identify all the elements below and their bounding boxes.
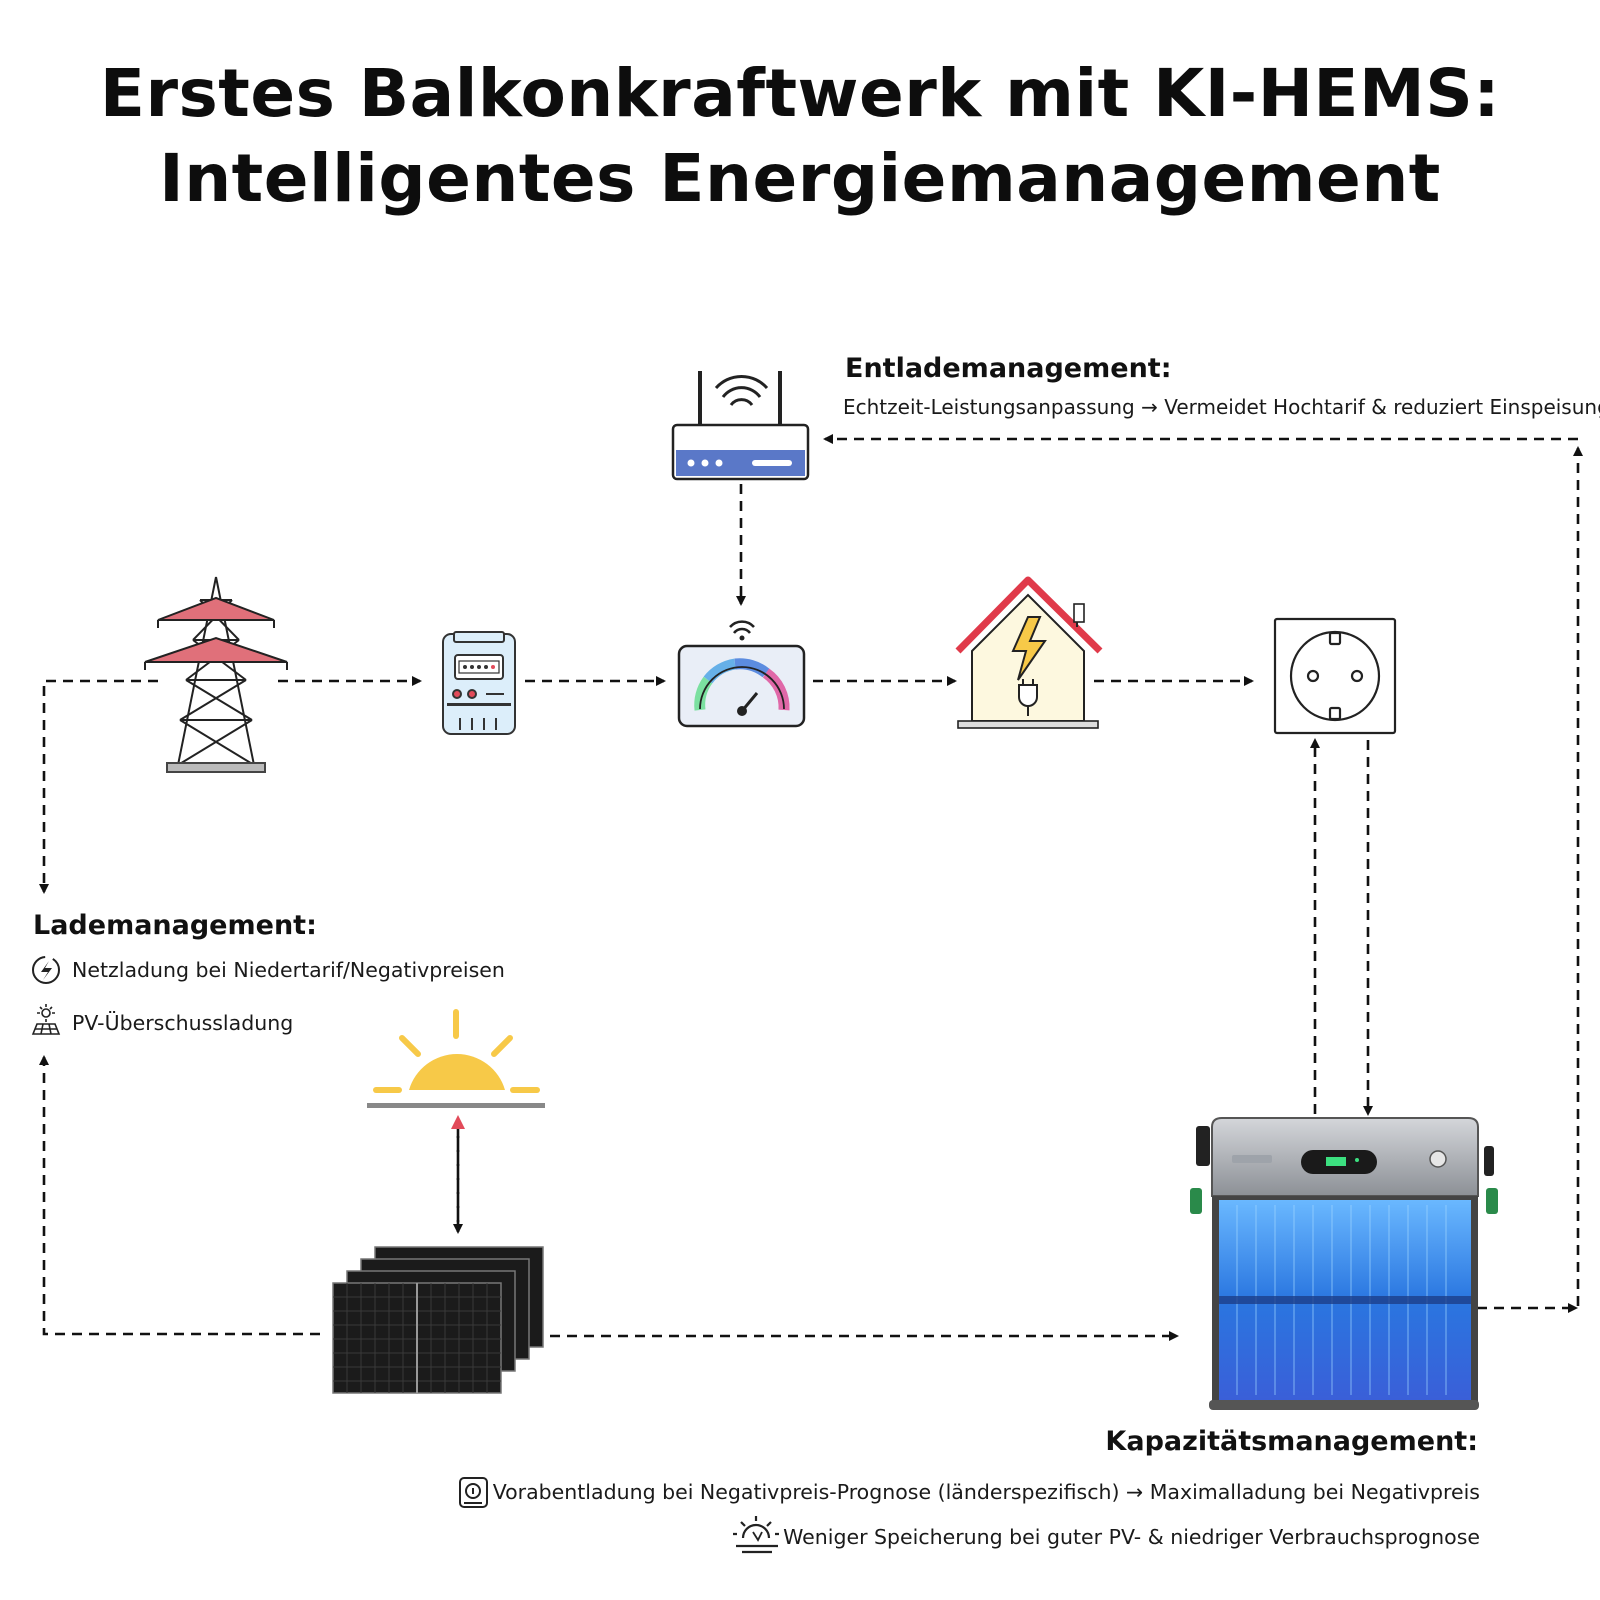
discharge-management-text: Echtzeit-Leistungsanpassung → Vermeidet … [843,395,1600,419]
page-title-line-2: Intelligentes Energiemanagement [159,140,1441,217]
sun-forecast-icon [733,1516,779,1554]
sun-icon [367,1009,545,1108]
grid-tower-icon [144,576,288,773]
smart-meter-gauge-icon [677,620,806,728]
charge-management-heading: Lademanagement: [33,910,317,941]
arrow-tower-to-lademanagement [39,679,158,894]
solar-panel-sun-icon [31,1004,61,1035]
page-title-line-1: Erstes Balkonkraftwerk mit KI-HEMS: [99,55,1501,132]
charge-item-pv-surplus: PV-Überschussladung [72,1011,294,1035]
charge-item-grid-charging: Netzladung bei Niedertarif/Negativpreise… [72,958,505,982]
arrow-panels-to-lademanagement [39,1055,320,1336]
capacity-item-negative-price: Vorabentladung bei Negativpreis-Prognose… [492,1480,1480,1504]
battery-storage-icon [1190,1117,1498,1410]
discharge-management-heading: Entlademanagement: [845,353,1172,384]
router-icon [671,371,810,481]
lightning-circle-icon [32,956,60,984]
wall-socket-icon [1273,617,1397,735]
capacity-management-heading: Kapazitätsmanagement: [1105,1426,1478,1457]
solar-panels-icon [332,1246,544,1394]
capacity-item-forecast: Weniger Speicherung bei guter PV- & nied… [783,1525,1480,1549]
price-forecast-icon [459,1477,488,1508]
electricity-meter-icon [442,631,516,735]
house-icon [955,576,1103,729]
flow-arrows [39,434,1583,1341]
